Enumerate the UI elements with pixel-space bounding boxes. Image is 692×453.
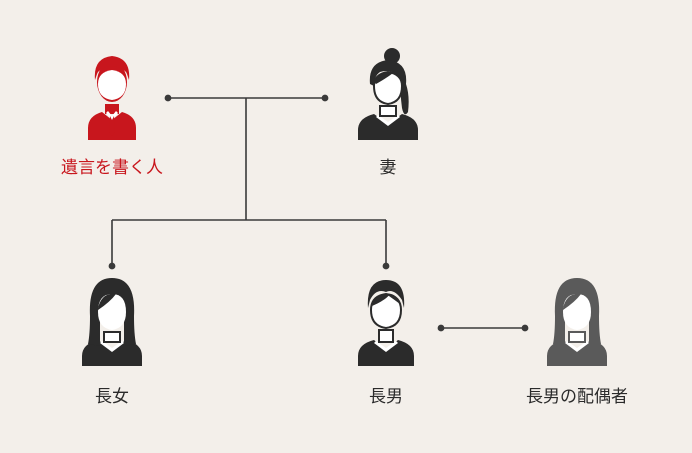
- marriage-line-right-end: [321, 94, 329, 102]
- woman-long-hair-icon: [82, 278, 142, 366]
- testator-label: 遺言を書く人: [61, 158, 163, 178]
- man-with-tie-icon: [88, 56, 136, 140]
- son-marriage-line-left-end: [437, 324, 445, 332]
- marriage-line-left-end: [164, 94, 172, 102]
- son-spouse-label: 長男の配偶者: [526, 387, 628, 407]
- woman-long-hair-icon: [547, 278, 607, 366]
- son-label: 長男: [369, 387, 403, 407]
- woman-with-ponytail-icon: [358, 48, 418, 140]
- son-drop-end: [382, 262, 390, 270]
- son-marriage-line-right-end: [521, 324, 529, 332]
- wife-label: 妻: [379, 158, 397, 178]
- daughter-drop-end: [108, 262, 116, 270]
- man-short-hair-icon: [358, 280, 414, 366]
- daughter-label: 長女: [95, 387, 129, 407]
